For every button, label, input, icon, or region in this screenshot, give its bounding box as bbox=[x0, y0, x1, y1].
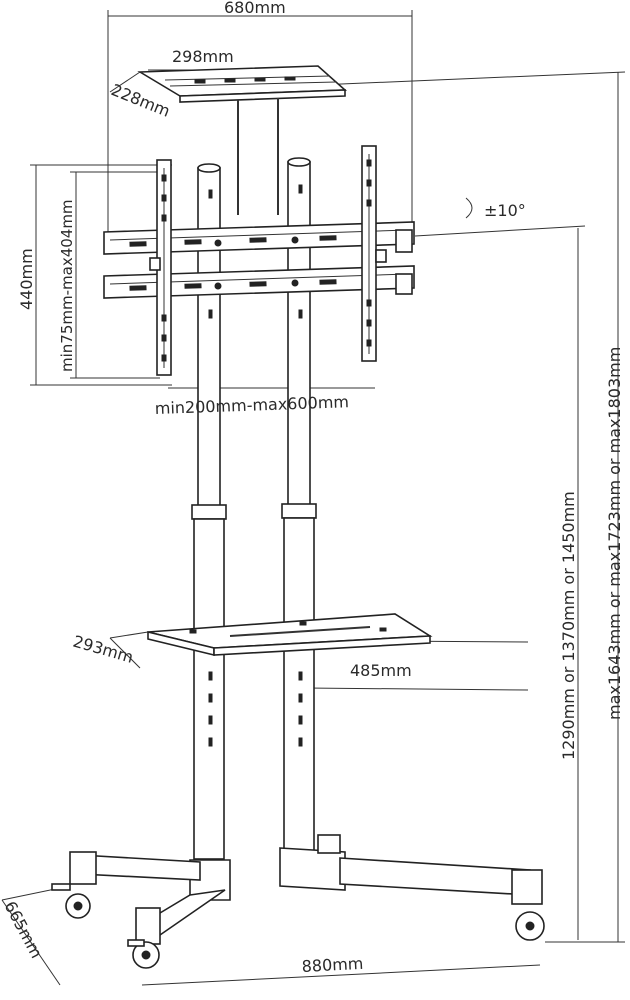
base-depth-label: 665mm bbox=[0, 898, 46, 961]
tv-bracket bbox=[103, 145, 415, 376]
poles bbox=[191, 157, 317, 860]
vesa-horizontal-label: min200mm-max600mm bbox=[154, 392, 349, 418]
top-tray bbox=[137, 65, 348, 215]
middle-shelf bbox=[147, 613, 433, 657]
shelf-width-label: 485mm bbox=[350, 661, 412, 680]
overall-width-label: 680mm bbox=[224, 0, 286, 17]
vesa-vertical-label: min75mm-max404mm bbox=[58, 199, 76, 372]
bracket-height-label: 440mm bbox=[17, 248, 36, 310]
total-height-label: max1643mm or max1723mm or max1803mm bbox=[605, 347, 624, 720]
base bbox=[51, 834, 545, 969]
shelf-depth-label: 293mm bbox=[71, 632, 136, 667]
tilt-label: ±10° bbox=[484, 201, 526, 220]
base-width-label: 880mm bbox=[301, 954, 364, 976]
top-tray-width-label: 298mm bbox=[172, 47, 234, 66]
mount-height-label: 1290mm or 1370mm or 1450mm bbox=[559, 491, 578, 760]
